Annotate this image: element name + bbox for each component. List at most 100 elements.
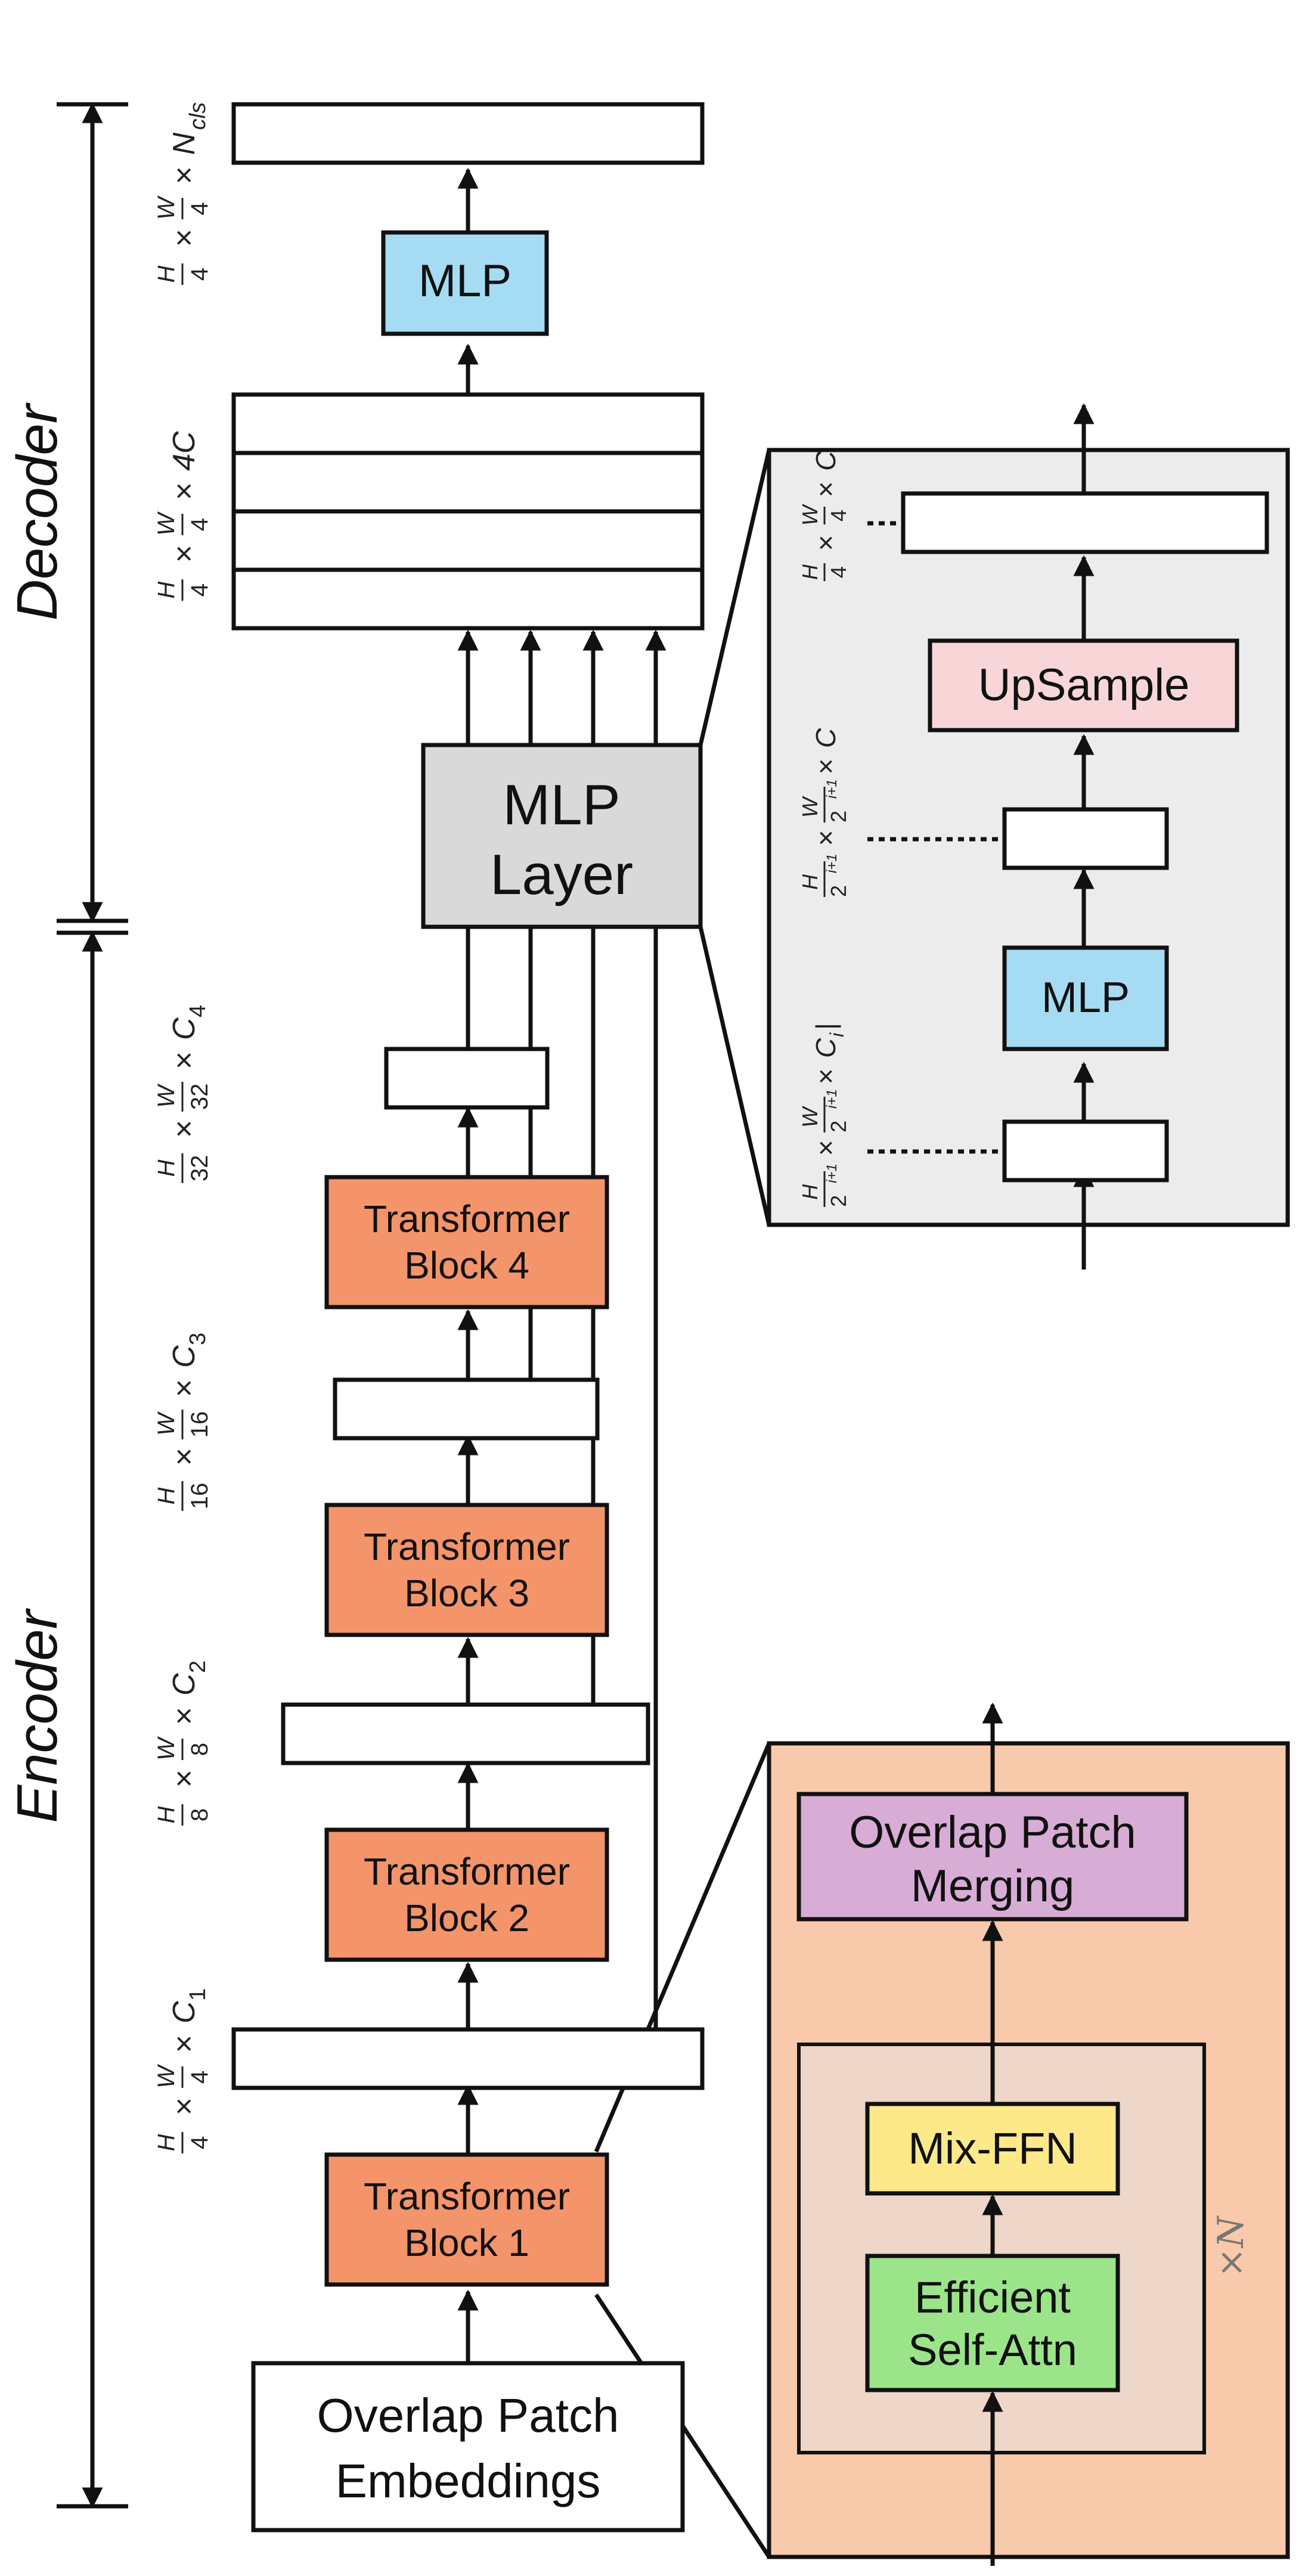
svg-text:×: × — [167, 1121, 202, 1138]
svg-text:C: C — [167, 1673, 202, 1696]
svg-text:2: 2 — [826, 811, 851, 823]
section-scale-bars — [57, 102, 128, 2509]
overlap-patch-embeddings-box: Overlap Patch Embeddings — [251, 2361, 685, 2532]
svg-text:Block 2: Block 2 — [404, 1897, 529, 1939]
svg-text:4: 4 — [187, 2071, 213, 2084]
feat4-feature-box — [384, 1047, 550, 1110]
mlp-layer-label-2: Layer — [490, 843, 633, 907]
svg-text:W: W — [153, 2064, 179, 2088]
svg-text:H: H — [153, 2134, 179, 2151]
inset-mlp-box: MLP — [1002, 945, 1169, 1051]
svg-text:×: × — [810, 1140, 841, 1156]
repeat-n-label: ×N — [1210, 2215, 1252, 2277]
transformer-block-4: Transformer Block 4 — [324, 1175, 609, 1309]
feat2-feature-box — [281, 1702, 650, 1765]
svg-text:×: × — [167, 2098, 202, 2116]
svg-text:W: W — [153, 511, 179, 536]
transformer-block-2: Transformer Block 2 — [324, 1827, 609, 1962]
svg-text:Block 4: Block 4 — [404, 1244, 529, 1287]
svg-text:Transformer: Transformer — [364, 1197, 570, 1240]
inset-merging-box: Overlap Patch Merging — [796, 1792, 1189, 1922]
feat2-dim-label: H 8 × W 8 × C 2 — [153, 1661, 213, 1826]
svg-text:UpSample: UpSample — [978, 660, 1190, 710]
feat1-dim-label: H 4 × W 4 × C 1 — [153, 1988, 213, 2153]
svg-text:4: 4 — [187, 584, 213, 597]
svg-text:4: 4 — [187, 268, 213, 281]
svg-text:H: H — [798, 874, 822, 890]
transformer-block-3: Transformer Block 3 — [324, 1503, 609, 1637]
inset-output-feature-box — [901, 491, 1269, 554]
svg-text:H: H — [153, 265, 179, 283]
svg-text:Embeddings: Embeddings — [336, 2454, 601, 2507]
svg-text:2: 2 — [826, 1195, 851, 1207]
feat1-feature-box — [231, 2027, 705, 2090]
svg-text:H: H — [798, 1184, 822, 1200]
svg-text:W: W — [153, 1736, 179, 1761]
feat4-dim-label: H 32 × W 32 × C 4 — [153, 1005, 213, 1183]
svg-text:×: × — [810, 759, 841, 775]
svg-text:C: C — [810, 451, 841, 471]
svg-text:4: 4 — [187, 2136, 213, 2149]
inset-mid-feature-box — [1002, 807, 1169, 870]
inset-mid-dim-label: H 2 i+1 × W 2 i+1 × C — [798, 728, 851, 897]
concat-feature-stack — [231, 392, 705, 631]
svg-text:Block 3: Block 3 — [404, 1572, 529, 1615]
decoder-mlp-label: MLP — [418, 256, 512, 306]
svg-text:Overlap Patch: Overlap Patch — [317, 2389, 619, 2442]
transformer-block-1: Transformer Block 1 — [324, 2152, 609, 2287]
inset-in-dim-label: H 2 i+1 × W 2 i+1 × C i | — [798, 1023, 851, 1207]
svg-text:×: × — [167, 1052, 202, 1070]
svg-text:3: 3 — [185, 1333, 210, 1345]
svg-text:Merging: Merging — [911, 1861, 1075, 1911]
svg-text:×: × — [167, 1770, 202, 1788]
svg-text:16: 16 — [187, 1411, 213, 1438]
svg-text:4: 4 — [185, 1005, 210, 1017]
svg-text:W: W — [153, 1411, 179, 1436]
svg-text:Transformer: Transformer — [364, 1850, 570, 1893]
svg-text:×: × — [167, 1448, 202, 1466]
svg-text:H: H — [153, 1159, 179, 1177]
svg-text:W: W — [153, 1084, 179, 1108]
svg-text:8: 8 — [187, 1808, 213, 1821]
output-dim-label: H 4 × W 4 × N cls — [153, 103, 213, 285]
svg-text:4: 4 — [826, 510, 851, 522]
svg-text:Overlap Patch: Overlap Patch — [849, 1807, 1136, 1858]
svg-text:32: 32 — [187, 1155, 213, 1182]
svg-text:×: × — [167, 1380, 202, 1398]
svg-text:C: C — [810, 1038, 841, 1058]
svg-text:Self-Attn: Self-Attn — [908, 2325, 1077, 2375]
svg-text:×: × — [810, 535, 841, 551]
svg-text:4: 4 — [826, 566, 851, 578]
svg-text:16: 16 — [187, 1483, 213, 1510]
decoder-mlp-box: MLP — [381, 230, 549, 336]
feat3-dim-label: H 16 × W 16 × C 3 — [153, 1333, 213, 1511]
svg-text:32: 32 — [187, 1084, 213, 1110]
svg-text:H: H — [798, 564, 822, 580]
inset-mixffn-box: Mix-FFN — [865, 2102, 1120, 2196]
encoder-inset-panel: Overlap Patch Merging Mix-FFN Efficient … — [767, 1702, 1290, 2566]
svg-text:H: H — [153, 1806, 179, 1823]
svg-text:Block 1: Block 1 — [404, 2221, 529, 2264]
svg-text:i+1: i+1 — [824, 854, 840, 873]
svg-text:×: × — [167, 2035, 202, 2053]
svg-text:W: W — [798, 796, 822, 818]
svg-text:1: 1 — [185, 1988, 210, 2001]
svg-text:4C: 4C — [167, 431, 202, 471]
feat3-feature-box — [333, 1377, 600, 1441]
svg-text:Transformer: Transformer — [364, 1525, 570, 1568]
svg-text:i+1: i+1 — [824, 1163, 840, 1183]
svg-text:N: N — [167, 132, 202, 155]
svg-text:i: i — [826, 1032, 848, 1037]
svg-text:Efficient: Efficient — [914, 2273, 1071, 2322]
inset-attn-box: Efficient Self-Attn — [865, 2254, 1120, 2392]
svg-text:W: W — [798, 1106, 822, 1128]
svg-text:×: × — [167, 229, 202, 247]
svg-text:×: × — [167, 483, 202, 501]
inset-out-dim-label: H 4 × W 4 × C — [798, 451, 851, 581]
svg-text:2: 2 — [826, 885, 851, 897]
svg-text:C: C — [167, 1345, 202, 1368]
svg-text:×: × — [810, 1069, 841, 1085]
svg-text:×: × — [167, 167, 202, 185]
svg-text:Mix-FFN: Mix-FFN — [908, 2124, 1077, 2173]
